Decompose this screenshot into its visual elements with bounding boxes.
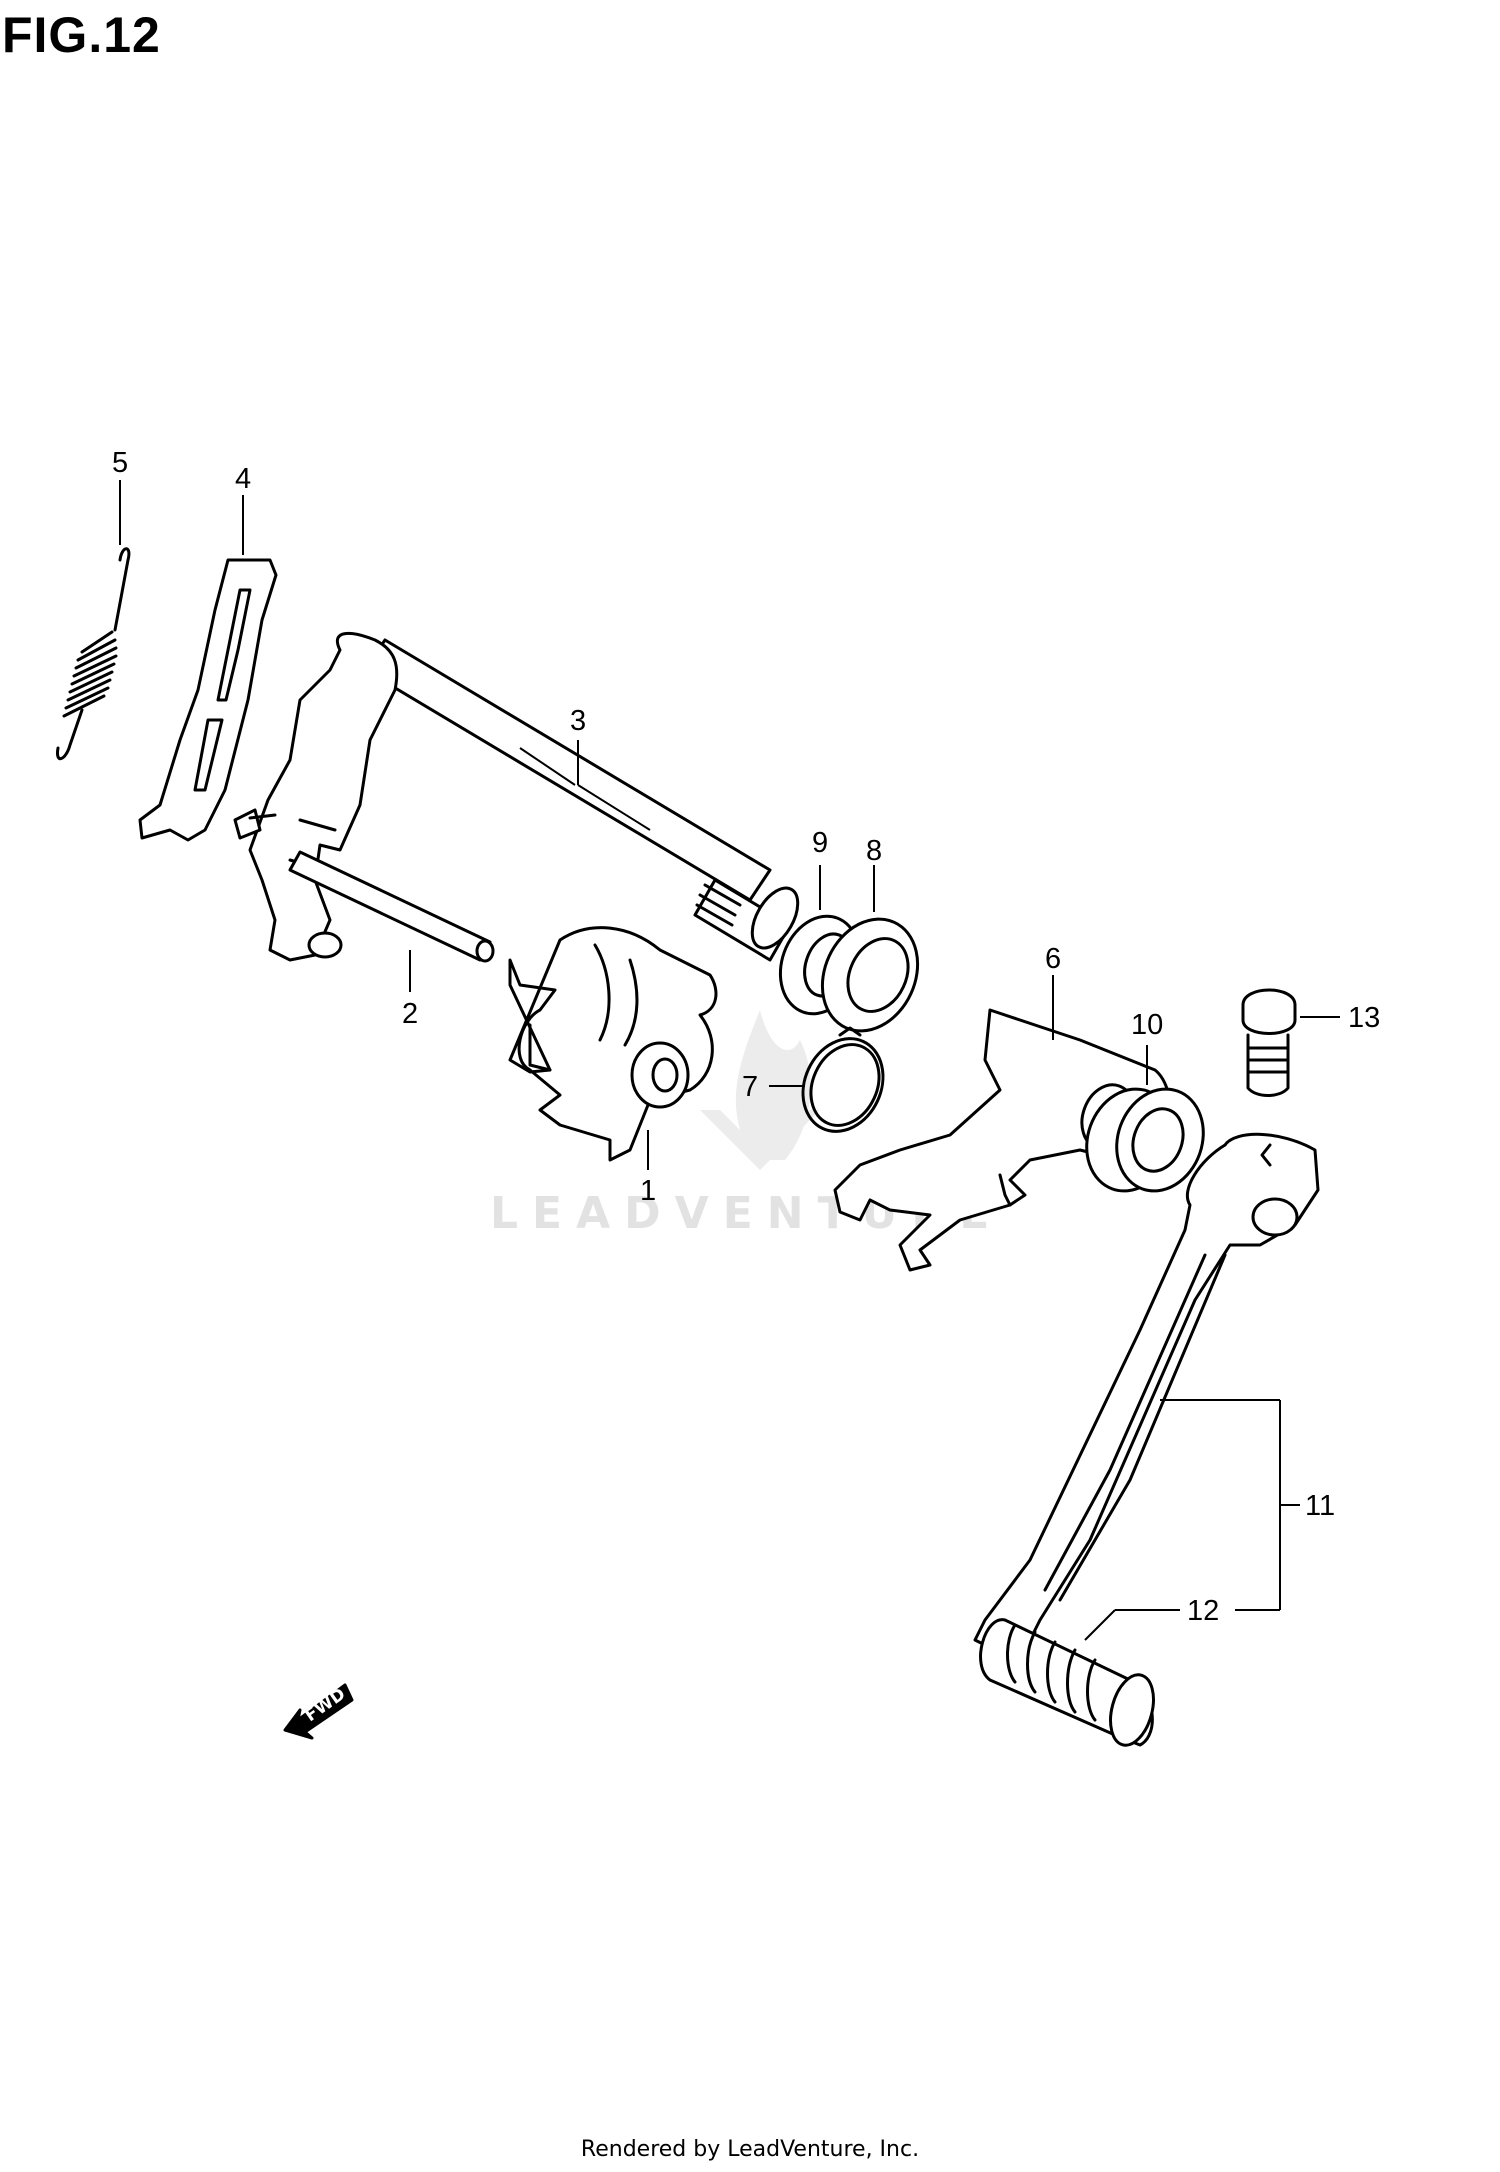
leader-lines (119, 480, 1340, 1641)
part-8-washer (820, 917, 920, 1033)
callout-3: 3 (570, 705, 586, 737)
part-2-pin (288, 850, 495, 963)
fwd-arrow-icon (283, 1683, 354, 1740)
callout-7: 7 (742, 1071, 758, 1103)
callout-11: 11 (1305, 1490, 1335, 1522)
figure-title: FIG.12 (2, 7, 161, 63)
part-1-shift-arm (508, 926, 718, 1162)
callout-6: 6 (1045, 943, 1061, 975)
part-11-gearshift-lever (973, 1132, 1320, 1652)
part-3-gearshift-shaft (233, 631, 800, 962)
callout-5: 5 (112, 447, 128, 479)
render-credit: Rendered by LeadVenture, Inc. (580, 2137, 920, 2162)
callout-2: 2 (402, 998, 418, 1030)
callout-numbers: 5 4 3 2 1 9 8 7 6 10 13 11 12 (112, 447, 1380, 1627)
part-13-bolt (1241, 988, 1297, 1097)
part-12-footpeg-rubber (979, 1618, 1155, 1747)
callout-9: 9 (812, 827, 828, 859)
callout-10: 10 (1131, 1009, 1163, 1041)
callout-4: 4 (235, 463, 251, 495)
part-7-circlip (801, 1026, 885, 1133)
callout-1: 1 (640, 1175, 656, 1207)
callout-8: 8 (866, 835, 882, 867)
callout-13: 13 (1348, 1002, 1380, 1034)
part-4-stopper-plate (138, 558, 278, 842)
callout-12: 12 (1187, 1595, 1219, 1627)
watermark-v-icon (700, 1110, 820, 1170)
part-5-spring (55, 547, 131, 760)
part-10-bearing (1085, 1087, 1205, 1193)
